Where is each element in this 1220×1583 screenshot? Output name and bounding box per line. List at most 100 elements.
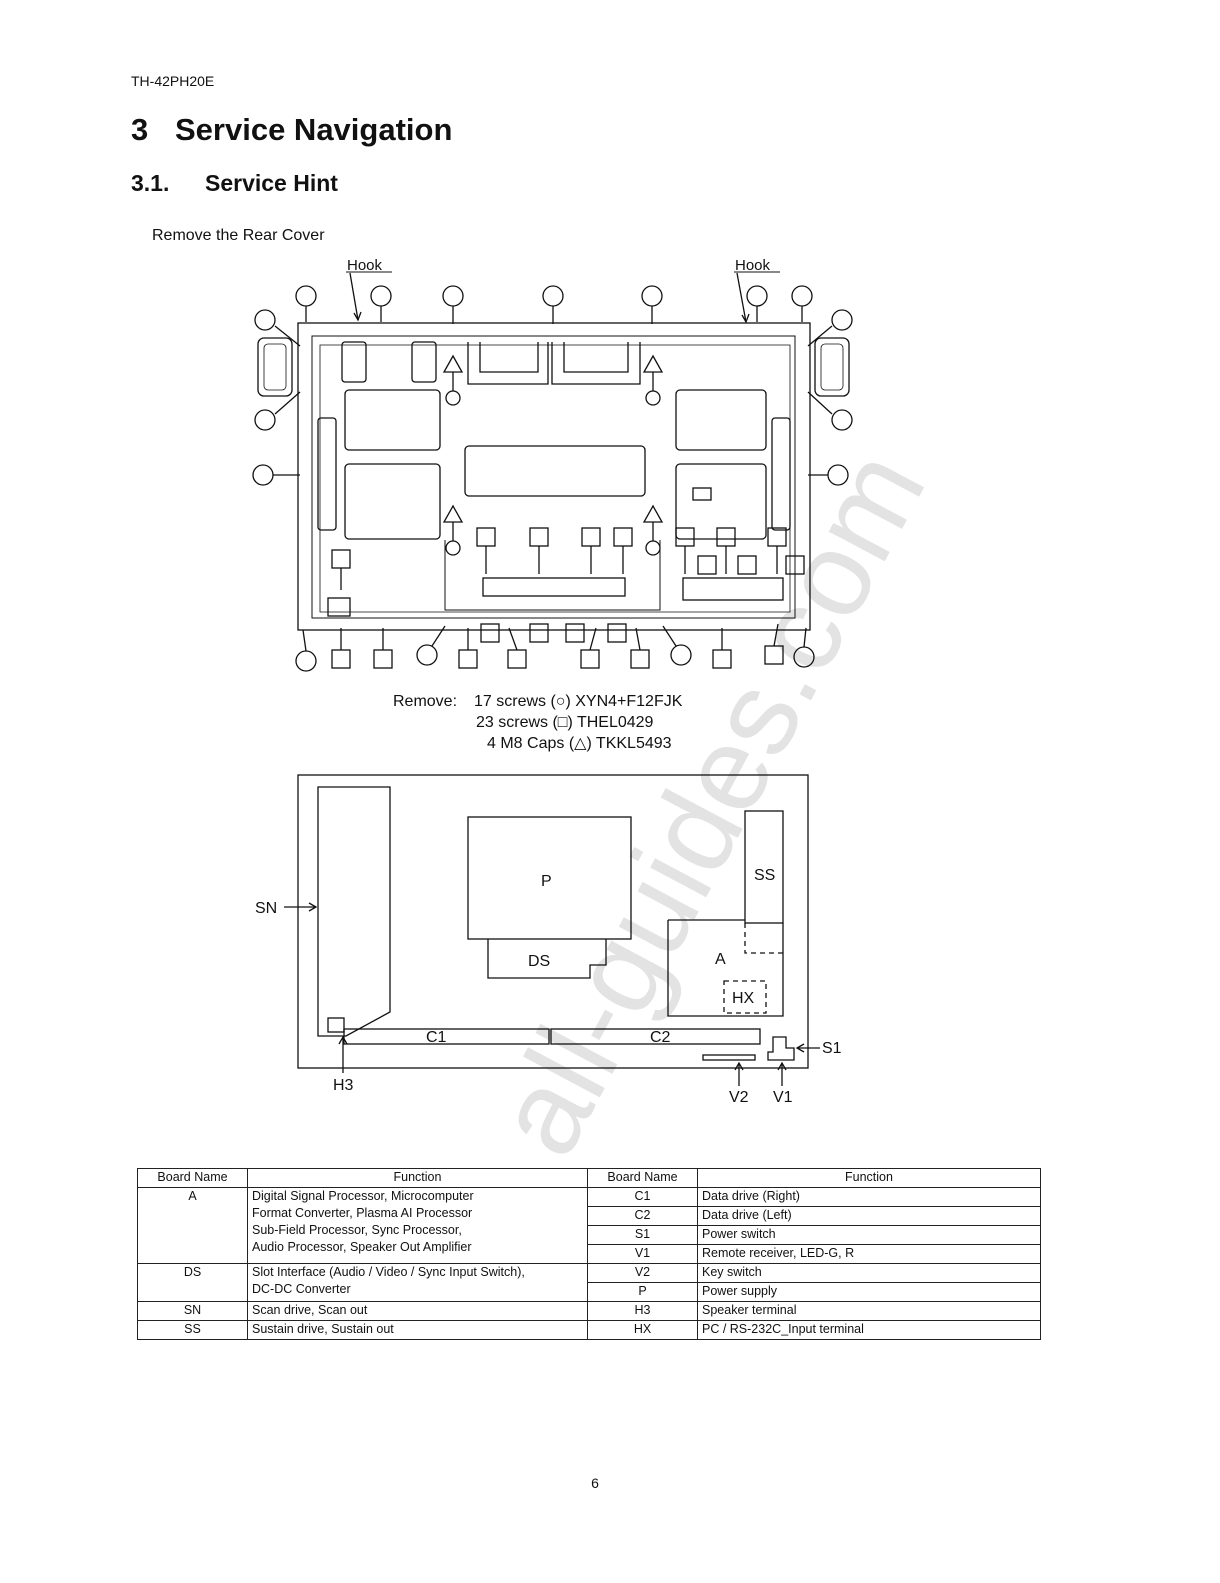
square-marker — [480, 623, 500, 643]
label-sn: SN — [255, 900, 277, 917]
model-number: TH-42PH20E — [131, 73, 215, 89]
hook-right — [734, 271, 780, 324]
square-marker — [581, 527, 601, 547]
board-c2 — [550, 1028, 761, 1045]
board-hx — [723, 980, 767, 1014]
board-name-cell: V2 — [587, 1263, 698, 1283]
board-name-cell: S1 — [587, 1225, 698, 1245]
screw-marker — [793, 646, 815, 668]
col-function: Function — [247, 1168, 588, 1188]
function-cell: Key switch — [697, 1263, 1041, 1283]
left-stand — [257, 337, 293, 397]
square-marker — [373, 649, 393, 669]
table-row: DS Slot Interface (Audio / Video / Sync … — [137, 1263, 1041, 1302]
cover-panel — [344, 389, 441, 451]
screw-marker — [831, 309, 853, 331]
square-marker — [767, 527, 787, 547]
board-name-cell: C1 — [587, 1187, 698, 1207]
table-header-row: Board Name Function Board Name Function — [137, 1168, 1041, 1188]
function-line: Slot Interface (Audio / Video / Sync Inp… — [252, 1265, 525, 1279]
remove-label: Remove: — [393, 693, 457, 710]
subsection-number: 3.1. — [131, 170, 170, 196]
cap-markers — [442, 354, 664, 541]
screw-marker — [542, 285, 564, 307]
bottom-terminal-left — [482, 577, 626, 597]
screw-marker — [252, 464, 274, 486]
label-hx: HX — [732, 990, 755, 1007]
rear-cover-diagram — [257, 322, 850, 631]
function-cell: PC / RS-232C_Input terminal — [697, 1320, 1041, 1340]
board-name-cell: H3 — [587, 1301, 698, 1321]
screw-marker — [295, 650, 317, 672]
function-cell: Power switch — [697, 1225, 1041, 1245]
board-name-cell: P — [587, 1282, 698, 1302]
table-row: C2 Data drive (Left) — [138, 1206, 1041, 1226]
screw-marker — [641, 285, 663, 307]
label-v1: V1 — [773, 1089, 793, 1106]
board-p — [467, 816, 632, 940]
screw-marker — [827, 464, 849, 486]
square-marker — [712, 649, 732, 669]
function-line: Audio Processor, Speaker Out Amplifier — [252, 1240, 472, 1254]
board-ds — [487, 939, 607, 979]
top-handle — [341, 341, 367, 383]
board-layout-diagram — [284, 774, 820, 1086]
remove-caps-triangle: 4 M8 Caps (△) TKKL5493 — [487, 735, 672, 752]
bottom-terminal-right — [682, 577, 784, 601]
subsection-title: Service Hint — [205, 170, 338, 196]
function-cell: Remote receiver, LED-G, R — [697, 1244, 1041, 1264]
screw-marker — [370, 285, 392, 307]
remove-screws-circle: 17 screws (○) XYN4+F12FJK — [474, 693, 683, 710]
square-marker — [331, 549, 351, 569]
screw-marker — [416, 644, 438, 666]
board-name-cell: SS — [137, 1320, 248, 1340]
board-name-cell: V1 — [587, 1244, 698, 1264]
label-p: P — [541, 873, 552, 890]
subsection-heading: 3.1. Service Hint — [131, 170, 338, 197]
board-v2 — [702, 1054, 756, 1061]
board-name-cell: A — [137, 1187, 248, 1264]
board-a — [667, 919, 784, 1017]
board-name-cell: C2 — [587, 1206, 698, 1226]
section-number: 3 — [131, 112, 149, 147]
board-function-table: Board Name Function Board Name Function … — [137, 1168, 1041, 1340]
label-v2: V2 — [729, 1089, 749, 1106]
board-name-cell: HX — [587, 1320, 698, 1340]
board-ss — [744, 810, 784, 924]
square-marker — [529, 527, 549, 547]
square-marker — [331, 649, 351, 669]
page-number: 6 — [591, 1475, 599, 1491]
label-a: A — [715, 951, 726, 968]
hook-label: Hook — [347, 257, 383, 274]
function-line: Format Converter, Plasma AI Processor — [252, 1206, 473, 1220]
label-ds: DS — [528, 953, 550, 970]
square-marker — [607, 623, 627, 643]
screw-marker — [746, 285, 768, 307]
square-marker — [613, 527, 633, 547]
rear-cover-outline — [297, 322, 811, 631]
screw-markers — [252, 285, 853, 672]
triangle-marker — [442, 354, 464, 373]
rear-cover-inner-edge — [311, 335, 796, 619]
remove-screws-square: 23 screws (□) THEL0429 — [476, 714, 654, 731]
right-stand — [814, 337, 850, 397]
label-c2: C2 — [650, 1029, 671, 1046]
screw-marker — [442, 285, 464, 307]
function-cell: Slot Interface (Audio / Video / Sync Inp… — [247, 1263, 588, 1302]
board-c1 — [343, 1028, 550, 1045]
col-function: Function — [697, 1168, 1041, 1188]
square-marker — [675, 527, 695, 547]
table-row: SS Sustain drive, Sustain out HX PC / RS… — [137, 1320, 1041, 1340]
square-marker — [630, 649, 650, 669]
square-screw-markers — [331, 527, 805, 669]
square-marker — [764, 645, 784, 665]
board-s1 — [767, 1036, 795, 1061]
hook-label: Hook — [735, 257, 771, 274]
label-h3: H3 — [333, 1077, 354, 1094]
function-line: Digital Signal Processor, Microcomputer — [252, 1189, 474, 1203]
triangle-marker — [642, 354, 664, 373]
triangle-marker — [642, 504, 664, 523]
hook-left — [346, 271, 392, 322]
screw-marker — [295, 285, 317, 307]
